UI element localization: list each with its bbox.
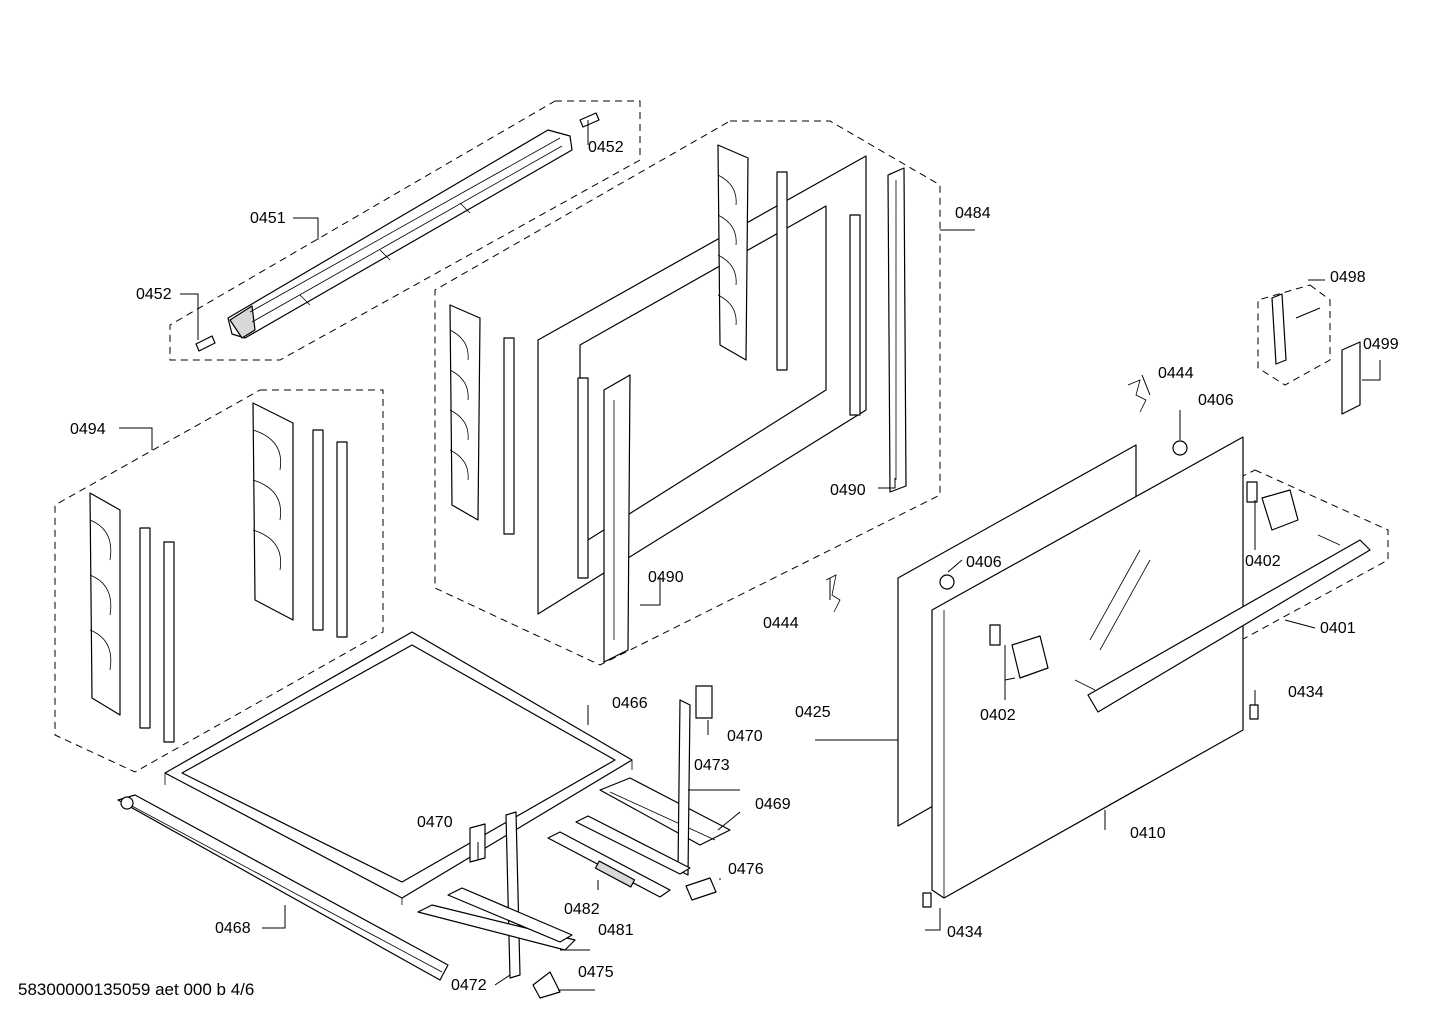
part-0402-handle-mount-right xyxy=(1246,481,1299,531)
part-0475-clip xyxy=(532,971,561,999)
callout-0466: 0466 xyxy=(612,695,648,712)
group-boundary-top-trim xyxy=(169,100,641,361)
part-0466-tray xyxy=(164,631,633,905)
callout-0484: 0484 xyxy=(955,205,991,222)
group-boundary-door-handle xyxy=(959,469,1389,721)
callout-0452-left: 0452 xyxy=(136,286,172,303)
part-0434-pad-right xyxy=(1249,704,1259,720)
part-0484-rack-left xyxy=(449,304,515,535)
callout-0470-left: 0470 xyxy=(417,814,453,831)
callout-0444-left: 0444 xyxy=(763,615,799,632)
group-boundary-0494 xyxy=(54,389,384,773)
part-0490-rail-right xyxy=(887,167,907,493)
part-0494-rack-back xyxy=(252,402,348,638)
callout-0434-left: 0434 xyxy=(947,924,983,941)
part-0482-rail xyxy=(547,815,691,898)
part-0499-strip xyxy=(1341,341,1361,415)
callout-labels: 0452 0451 0452 0484 0494 0490 0490 0498 … xyxy=(70,139,1399,994)
part-0468-slide-rail xyxy=(117,794,449,981)
drawing-id-footer: 58300000135059 aet 000 b 4/6 xyxy=(18,980,255,999)
callout-0406-top: 0406 xyxy=(1198,392,1234,409)
part-0484-rack-right xyxy=(717,144,861,416)
part-0434-pad-left xyxy=(922,892,932,908)
callout-0470-top: 0470 xyxy=(727,728,763,745)
callout-0410: 0410 xyxy=(1130,825,1166,842)
callout-0469: 0469 xyxy=(755,796,791,813)
leader-lines xyxy=(119,120,1381,991)
callout-0452-top: 0452 xyxy=(588,139,624,156)
callout-0473: 0473 xyxy=(694,757,730,774)
part-0452-pin-top xyxy=(579,112,600,128)
callout-0472: 0472 xyxy=(451,977,487,994)
part-0410-door-panel xyxy=(931,436,1244,899)
callout-0451: 0451 xyxy=(250,210,286,227)
callout-0498: 0498 xyxy=(1330,269,1366,286)
part-0476-clip xyxy=(685,877,717,901)
part-0402-handle-mount-left xyxy=(989,624,1049,679)
callout-0434-right: 0434 xyxy=(1288,684,1324,701)
callout-0481: 0481 xyxy=(598,922,634,939)
part-0401-handle xyxy=(1074,534,1371,713)
callout-0490-right: 0490 xyxy=(830,482,866,499)
callout-0476: 0476 xyxy=(728,861,764,878)
callout-0401: 0401 xyxy=(1320,620,1356,637)
part-0444-spring-left xyxy=(825,574,841,613)
part-0490-rail-left xyxy=(577,374,631,663)
callout-0494: 0494 xyxy=(70,421,106,438)
callout-0402-right: 0402 xyxy=(1245,553,1281,570)
part-0444-spring-top xyxy=(1127,379,1147,413)
callout-0425: 0425 xyxy=(795,704,831,721)
callout-0468: 0468 xyxy=(215,920,251,937)
callout-0499: 0499 xyxy=(1363,336,1399,353)
callout-0402-left: 0402 xyxy=(980,707,1016,724)
part-0473-bracket xyxy=(677,685,713,876)
part-0452-pin-left xyxy=(195,335,216,352)
callout-0482: 0482 xyxy=(564,901,600,918)
part-0469-rail xyxy=(599,777,731,846)
part-0498-hinge xyxy=(1271,293,1321,365)
callout-0490-left: 0490 xyxy=(648,569,684,586)
callout-0406-left: 0406 xyxy=(966,554,1002,571)
group-boundary-0484 xyxy=(434,120,941,666)
part-0406-bumper-left xyxy=(939,574,955,590)
group-boundary-0498 xyxy=(1257,284,1331,386)
callout-0444-top: 0444 xyxy=(1158,365,1194,382)
part-0494-rack-front xyxy=(89,492,175,743)
callout-0475: 0475 xyxy=(578,964,614,981)
part-0481-rail xyxy=(417,887,576,951)
part-0451-top-trim xyxy=(227,129,573,339)
part-0406-bumper-top xyxy=(1172,440,1188,456)
